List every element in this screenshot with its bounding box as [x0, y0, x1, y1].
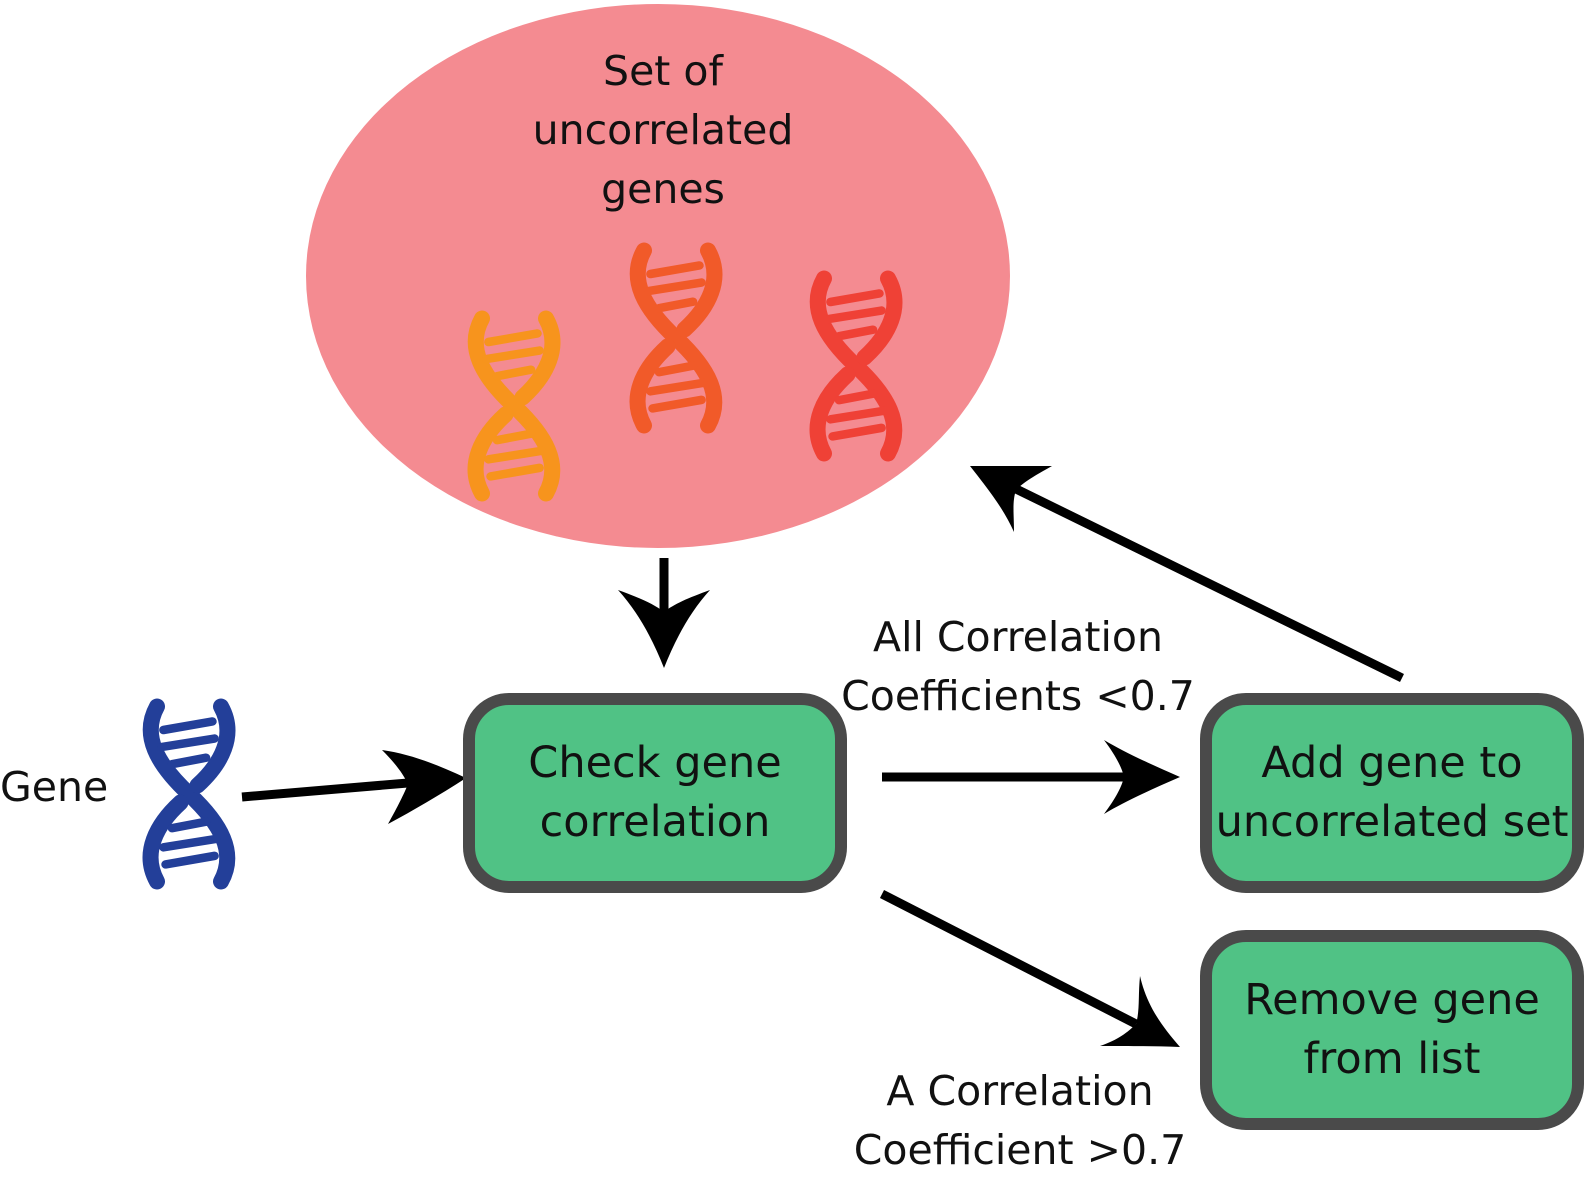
arrow-set-to-check [618, 558, 710, 668]
node-label-line: Add gene to [1261, 738, 1523, 788]
gene-label: Gene [0, 763, 109, 811]
node-label-line: uncorrelated set [1215, 797, 1569, 847]
arrow-check-to-remove [879, 889, 1180, 1047]
node-label-line: Remove gene [1244, 975, 1540, 1025]
set-title-line: uncorrelated [532, 106, 794, 154]
edge-label-uncorrelated: All Correlation Coefficients <0.7 [838, 608, 1198, 726]
edge-label-correlated: A Correlation Coefficient >0.7 [850, 1062, 1190, 1178]
edge-label-line: Coefficient >0.7 [853, 1126, 1187, 1174]
arrow-gene-to-check [241, 750, 466, 824]
set-title-line: genes [601, 165, 725, 213]
edge-label-line: All Correlation [873, 613, 1163, 661]
edge-label-line: A Correlation [886, 1067, 1154, 1115]
check-correlation-node: Check gene correlation [463, 693, 847, 893]
node-label-line: from list [1303, 1034, 1481, 1084]
arrow-check-to-add [882, 740, 1180, 814]
arrow-add-to-set [970, 466, 1404, 683]
set-title-line: Set of [603, 47, 723, 95]
dna-icon [151, 707, 228, 882]
node-label-line: Check gene [528, 738, 782, 788]
node-label-line: correlation [539, 797, 771, 847]
edge-label-line: Coefficients <0.7 [841, 672, 1195, 720]
remove-gene-node: Remove gene from list [1200, 930, 1584, 1130]
set-title: Set of uncorrelated genes [508, 42, 818, 219]
add-gene-node: Add gene to uncorrelated set [1200, 693, 1584, 893]
